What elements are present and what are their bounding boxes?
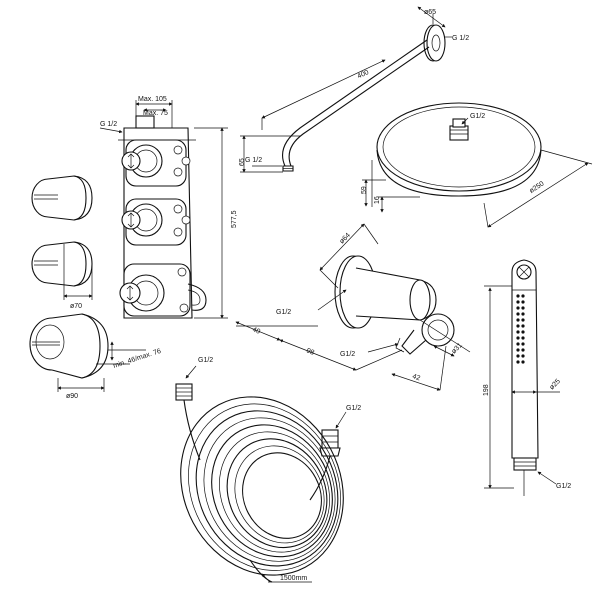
knob-set: [29, 175, 146, 392]
nozzle-dot: [516, 312, 520, 316]
hose-coil: [242, 452, 322, 539]
nozzle-dot: [516, 330, 520, 334]
nozzle-dot: [521, 312, 525, 316]
valve-max2-label: Max. 75: [143, 110, 168, 117]
hose-tail: [183, 399, 331, 583]
shower-arm: [240, 6, 452, 173]
hose-coil: [226, 438, 328, 549]
hose-coil: [195, 410, 339, 567]
nozzle-dot: [516, 294, 520, 298]
head-thread-label: G1/2: [470, 113, 485, 120]
arm-flange-dia-label: ø65: [424, 9, 436, 16]
arm-drop-label: 65: [239, 158, 246, 166]
elbow-depth1-label: 40: [251, 326, 261, 335]
nozzle-dot: [521, 360, 525, 364]
nozzle-dot: [521, 348, 525, 352]
hand-thread-label: G1/2: [556, 483, 571, 490]
head-h1-label: 59: [361, 186, 368, 194]
nozzle-dot: [516, 318, 520, 322]
hose-thread2-label: G1/2: [346, 405, 361, 412]
shower-head: [362, 102, 593, 228]
elbow-depth2-label: 98: [305, 347, 315, 356]
plate-dia-label: ø90: [66, 393, 78, 400]
nozzle-dot: [521, 318, 525, 322]
knob-dia-label: ø70: [70, 303, 82, 310]
elbow-outlet-dia-label: ø31: [450, 342, 464, 356]
nozzle-dot: [516, 354, 520, 358]
wall-elbow: [235, 223, 471, 391]
valve-thread-label: G 1/2: [100, 121, 117, 128]
nozzle-dot: [516, 306, 520, 310]
valve-height-label: 577,5: [231, 210, 238, 228]
hose-thread1-label: G1/2: [198, 357, 213, 364]
valve-max1-label: Max. 105: [138, 96, 167, 103]
hand-shower: [484, 259, 560, 496]
elbow-dia-label: ø64: [338, 232, 352, 246]
nozzle-dot: [521, 336, 525, 340]
valve-body: [99, 100, 228, 319]
nozzle-dot: [521, 294, 525, 298]
nozzle-dot: [516, 348, 520, 352]
plate-depth-label: min. 46/max. 76: [112, 348, 162, 370]
nozzle-dot: [516, 300, 520, 304]
nozzle-dot: [521, 342, 525, 346]
hand-len-label: 198: [483, 384, 490, 396]
nozzle-dot: [521, 300, 525, 304]
nozzle-dot: [521, 306, 525, 310]
arm-length-label: 400: [356, 69, 370, 80]
hand-dia-label: ø25: [548, 378, 562, 392]
nozzle-dot: [516, 324, 520, 328]
hose-coil: [180, 396, 344, 576]
nozzle-dot: [516, 342, 520, 346]
head-h2-label: 16: [374, 196, 381, 204]
hose-coil: [219, 431, 330, 553]
nozzle-dot: [516, 336, 520, 340]
shower-hose: [175, 365, 347, 583]
nozzle-dot: [521, 330, 525, 334]
elbow-outlet-label: G1/2: [340, 351, 355, 358]
head-dia-label: ø250: [528, 180, 545, 195]
nozzle-dot: [516, 360, 520, 364]
hose-coil: [188, 403, 341, 571]
hose-length-label: 1500mm: [280, 575, 307, 582]
hose-coil: [203, 417, 336, 562]
elbow-len-label: 42: [411, 373, 421, 382]
nozzle-dot: [521, 324, 525, 328]
hose-coil: [211, 424, 333, 558]
arm-inlet-thread-label: G 1/2: [245, 157, 262, 164]
elbow-inlet-label: G1/2: [276, 309, 291, 316]
arm-thread-label: G 1/2: [452, 35, 469, 42]
nozzle-dot: [521, 354, 525, 358]
hose-coil: [234, 445, 325, 544]
